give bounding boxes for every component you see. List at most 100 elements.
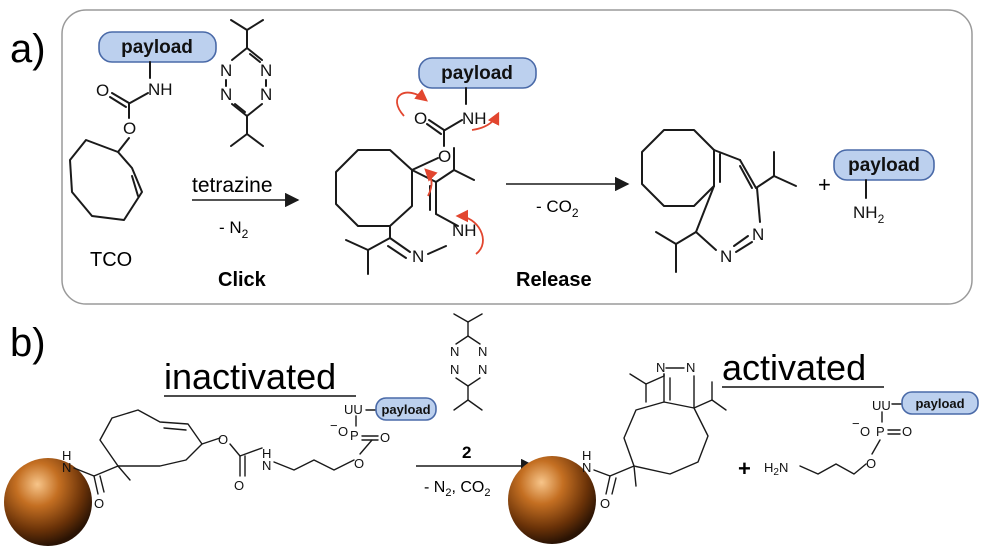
mechanism-arrow-3	[424, 168, 438, 197]
reaction-arrow-b: 2 - N2, CO2	[416, 443, 536, 499]
pyridazine-product-structure: N N	[641, 129, 797, 273]
atom-o-ester-2: O	[438, 147, 451, 166]
bead-right	[508, 456, 596, 544]
byproduct-n2-subscript: 2	[242, 227, 249, 241]
atom-n-tb3: N	[450, 344, 459, 359]
reagent-tetrazine-label: tetrazine	[192, 174, 273, 197]
atom-o-b1: O	[94, 496, 104, 511]
uu-right: UU	[872, 398, 891, 413]
conditions-n2-sub: 2	[445, 487, 451, 499]
mechanism-arrow-2	[471, 111, 500, 131]
plus-sign-b: +	[738, 456, 751, 481]
panel-a: a) payload NH O O TCO	[10, 9, 973, 305]
minus-b1: −	[330, 418, 338, 433]
payload-badge-b1	[375, 397, 437, 421]
atom-o-b6: O	[600, 496, 610, 511]
payload-badge-1	[98, 31, 217, 63]
atom-h-b3: H	[582, 448, 591, 463]
atom-n-b1: N	[62, 460, 71, 475]
uu-left: UU	[344, 402, 363, 417]
inactivated-conjugate-structure: H N O O O H N O P O −	[62, 397, 437, 511]
atom-n-b5: N	[686, 360, 695, 375]
amine-subscript: 2	[878, 212, 885, 226]
tco-carbamate-structure: payload NH O O TCO	[69, 31, 217, 271]
payload-badge-b2	[901, 391, 979, 415]
mechanism-arrow-1	[396, 88, 428, 117]
atom-ominus-b1: O	[338, 424, 348, 439]
atom-n-t1: N	[260, 61, 272, 80]
payload-label-b1: payload	[381, 402, 430, 417]
h2n-sub: 2	[773, 467, 779, 478]
minus-b2: −	[852, 416, 860, 431]
panel-b-label: b)	[10, 321, 46, 365]
atom-n-b4: N	[656, 360, 665, 375]
plus-sign-a: +	[818, 172, 831, 197]
byproduct-n2-label: - N	[219, 218, 242, 237]
atom-n-tb1: N	[478, 344, 487, 359]
panel-a-frame	[61, 9, 973, 305]
activated-title: activated	[722, 347, 866, 388]
byproduct-co2-label: - CO	[536, 197, 572, 216]
atom-n-t2: N	[260, 85, 272, 104]
atom-nh-1: NH	[148, 80, 173, 99]
atom-o-carbonyl-2: O	[414, 109, 427, 128]
payload-label-2: payload	[441, 63, 513, 84]
svg-text:O: O	[338, 424, 348, 439]
atom-h-b1: H	[62, 448, 71, 463]
reaction-arrow-click: tetrazine - N2 Click	[192, 174, 300, 291]
step-click-label: Click	[218, 269, 267, 291]
payload-label-1: payload	[121, 37, 193, 58]
atom-n-tb2: N	[478, 362, 487, 377]
activated-conjugate-structure: H N O N N	[582, 360, 727, 511]
atom-n-t3: N	[220, 61, 232, 80]
payload-label-b2: payload	[915, 396, 964, 411]
tco-label: TCO	[90, 249, 132, 271]
atom-n-tb4: N	[450, 362, 459, 377]
h2n-h: H	[764, 460, 773, 475]
bead-left	[4, 458, 92, 546]
conditions-co2: , CO	[451, 479, 484, 496]
reagent-number: 2	[462, 443, 471, 462]
payload-badge-3	[833, 149, 935, 181]
released-payload-amine: + payload NH2	[818, 149, 935, 226]
tetrazine-structure-a: N N N N	[220, 19, 272, 147]
atom-n-product-1: N	[752, 225, 764, 244]
svg-text:H2N: H2N	[764, 460, 788, 478]
panel-a-label: a)	[10, 27, 46, 71]
panel-b: b) inactivated activated H N O O O H N	[4, 313, 979, 546]
atom-o-b3: O	[234, 478, 244, 493]
atom-h-b2: H	[262, 446, 271, 461]
payload-label-3: payload	[848, 155, 920, 176]
h2n-n: N	[779, 460, 788, 475]
atom-ominus-b2: O	[860, 424, 870, 439]
svg-text:- N2, CO2: - N2, CO2	[424, 479, 490, 499]
atom-n-b2: N	[262, 458, 271, 473]
atom-o-ester-1: O	[123, 119, 136, 138]
step-release-label: Release	[516, 269, 592, 291]
intermediate-structure: payload NH O O NH N	[335, 57, 537, 275]
svg-text:NH2: NH2	[853, 203, 885, 226]
atom-n-ring: N	[412, 247, 424, 266]
inactivated-title: inactivated	[164, 356, 336, 397]
released-payload-b: + H2N O O − P O UU payload	[738, 391, 979, 481]
atom-o-b7: O	[866, 456, 876, 471]
atom-o-b4: O	[354, 456, 364, 471]
svg-text:- CO2: - CO2	[536, 197, 579, 220]
atom-nh-2: NH	[462, 109, 487, 128]
atom-o-b2: O	[218, 432, 228, 447]
atom-p-b2: P	[876, 424, 885, 439]
byproduct-co2-subscript: 2	[572, 206, 579, 220]
atom-nh-ring: NH	[452, 221, 477, 240]
payload-badge-2	[418, 57, 537, 89]
atom-p-b1: P	[350, 428, 359, 443]
atom-o-b5: O	[380, 430, 390, 445]
atom-n-t4: N	[220, 85, 232, 104]
mechanism-arrow-4	[455, 209, 484, 255]
tetrazine-structure-b: N N N N	[450, 313, 487, 411]
conditions-co2-sub: 2	[484, 487, 490, 499]
atom-o-carbonyl-1: O	[96, 81, 109, 100]
svg-text:- N2: - N2	[219, 218, 249, 241]
atom-n-b3: N	[582, 460, 591, 475]
conditions-n2: - N	[424, 479, 445, 496]
